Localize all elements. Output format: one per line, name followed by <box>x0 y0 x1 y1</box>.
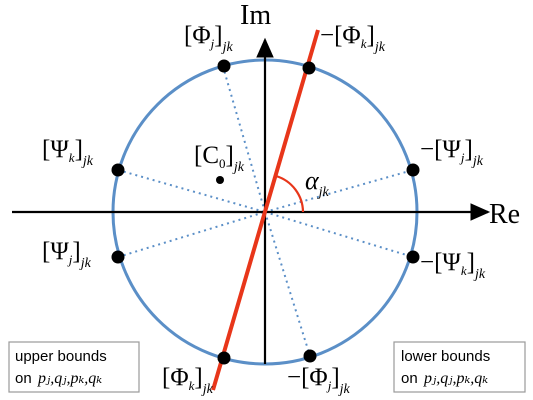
upper-bounds-box: upper bounds on pⱼ,qⱼ,pₖ,qₖ <box>8 341 140 393</box>
alpha-label: αjk <box>305 166 330 200</box>
label-phi-j: [Φj]jk <box>184 22 233 55</box>
dotted-line-phi-j <box>223 69 266 213</box>
dotted-line-neg-phi-j <box>264 211 311 357</box>
point-psi-k <box>111 163 125 177</box>
upper-bounds-line-2-vars: pⱼ,qⱼ,pₖ,qₖ <box>37 370 102 387</box>
imag-axis-label: Im <box>240 0 271 31</box>
point-neg-psi-k <box>406 250 420 264</box>
dotted-line-neg-psi-j <box>264 169 414 213</box>
dotted-line-psi-j <box>117 211 266 258</box>
label-neg-psi-k: −[Ψk]jk <box>420 249 486 282</box>
point-c0 <box>216 176 224 184</box>
upper-bounds-line-2-prefix: on <box>15 370 32 387</box>
label-neg-phi-j: −[Φj]jk <box>287 364 351 397</box>
lower-bounds-line-2-vars: pⱼ,qⱼ,pₖ,qₖ <box>423 370 488 387</box>
point-neg-phi-j <box>303 349 317 363</box>
lower-bounds-line-1: lower bounds <box>401 348 490 365</box>
label-neg-phi-k: −[Φk]jk <box>320 22 386 55</box>
label-psi-k: [Ψk]jk <box>42 136 94 169</box>
lower-bounds-line-2-prefix: on <box>401 370 418 387</box>
dotted-line-psi-k <box>117 169 266 213</box>
lower-bounds-box: lower bounds on pⱼ,qⱼ,pₖ,qₖ <box>393 341 526 393</box>
label-phi-k: [Φk]jk <box>162 364 214 397</box>
point-psi-j <box>111 250 125 264</box>
label-c0: [C0]jk <box>194 142 245 175</box>
point-neg-psi-j <box>406 163 420 177</box>
upper-bounds-line-1: upper bounds <box>15 348 107 365</box>
dotted-line-neg-psi-k <box>264 211 414 258</box>
point-neg-phi-k <box>302 61 316 75</box>
label-neg-psi-j: −[Ψj]jk <box>420 136 484 169</box>
real-axis-label: Re <box>489 199 520 230</box>
point-phi-j <box>217 59 231 73</box>
point-phi-k <box>217 351 231 365</box>
angle-arc <box>275 174 305 213</box>
label-psi-j: [Ψj]jk <box>42 238 92 271</box>
alpha-line <box>211 29 320 391</box>
